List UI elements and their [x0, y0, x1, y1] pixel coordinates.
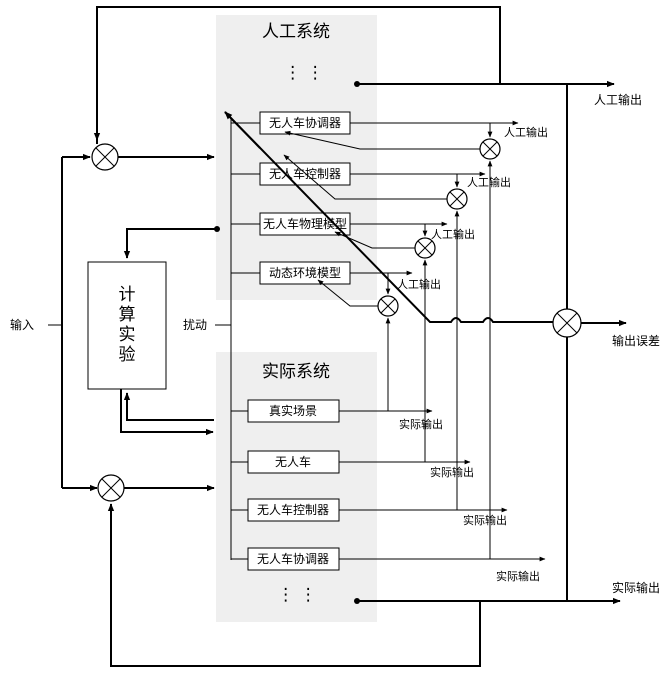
real-component-coordinator-label: 无人车协调器: [257, 551, 329, 566]
real-main-output-label: 实际输出: [612, 580, 660, 595]
real-output-label-1: 实际输出: [399, 417, 443, 431]
computational-experiment-char-1: 计: [119, 285, 136, 305]
artificial-output-label-3: 人工输出: [431, 227, 475, 241]
real-system-panel: [216, 352, 377, 622]
artificial-component-environment-model-label: 动态环境模型: [269, 265, 341, 280]
output-error-label: 输出误差: [612, 333, 660, 348]
real-output-label-2: 实际输出: [430, 465, 474, 479]
artificial-component-coordinator-label: 无人车协调器: [269, 115, 341, 130]
computational-experiment-box: [87, 261, 167, 390]
real-component-scene-label: 真实场景: [269, 403, 317, 418]
artificial-component-physical-model-label: 无人车物理模型: [263, 216, 347, 231]
real-output-label-4: 实际输出: [496, 569, 540, 583]
artificial-system-panel: [216, 15, 377, 300]
artificial-system-title: 人工系统: [262, 22, 330, 42]
real-system-title: 实际系统: [262, 362, 330, 382]
artificial-system-ellipsis: ⋮ ⋮: [284, 63, 323, 83]
input-label: 输入: [10, 317, 34, 332]
real-component-controller-label: 无人车控制器: [257, 502, 329, 517]
computational-experiment-char-3: 实: [119, 325, 136, 345]
computational-experiment-char-2: 算: [119, 305, 136, 325]
real-output-label-3: 实际输出: [463, 513, 507, 527]
artificial-output-label-2: 人工输出: [467, 175, 511, 189]
real-component-vehicle-label: 无人车: [275, 454, 311, 469]
computational-experiment-char-4: 验: [119, 345, 136, 365]
disturbance-label: 扰动: [183, 318, 207, 332]
real-system-ellipsis: ⋮ ⋮: [277, 585, 316, 605]
artificial-output-label-1: 人工输出: [504, 125, 548, 139]
artificial-output-label-4: 人工输出: [397, 277, 441, 291]
artificial-main-output-label: 人工输出: [594, 92, 642, 107]
